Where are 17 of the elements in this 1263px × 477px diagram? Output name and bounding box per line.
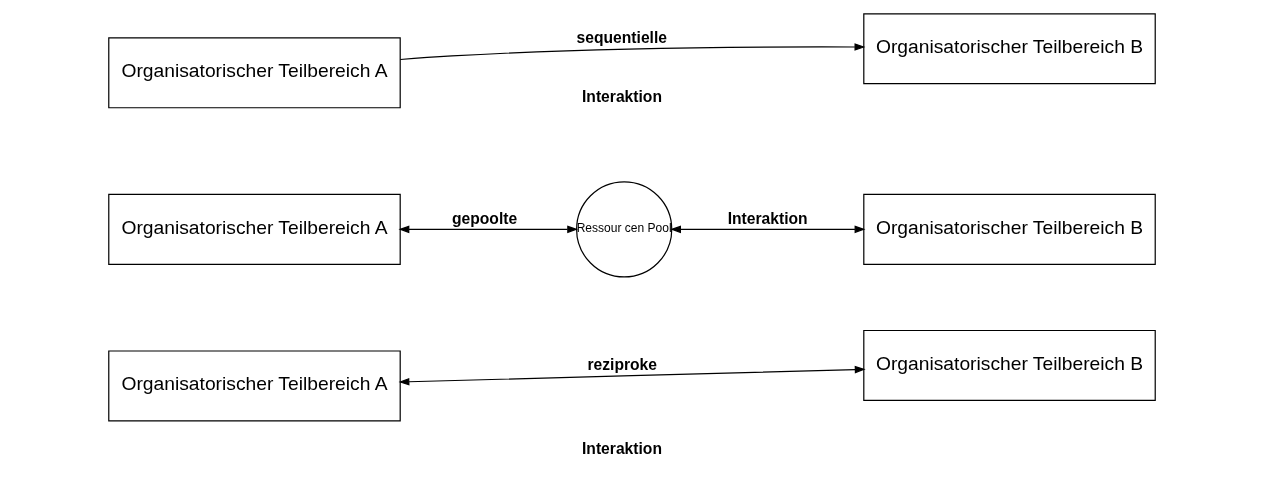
node-circle: Ressour cen Pool [575,180,672,278]
node-box: Organisatorischer Teilbereich A [107,193,401,265]
node-box: Organisatorischer Teilbereich A [107,36,401,108]
node-box: Organisatorischer Teilbereich B [862,12,1156,84]
arrow [669,225,865,233]
label: Interaktion [581,439,662,457]
node-box: Organisatorischer Teilbereich B [862,193,1156,265]
arrow [398,225,578,233]
label: Interaktion [581,87,662,105]
node-box: Organisatorischer Teilbereich A [107,349,401,421]
arrow [398,365,866,385]
edge-label: gepoolte [451,209,517,227]
edge-label: reziproke [586,355,657,373]
arrow [399,42,865,60]
edge-label: sequentielle [576,28,667,46]
edge-label: Interaktion [727,209,808,227]
node-box: Organisatorischer Teilbereich B [862,329,1156,401]
